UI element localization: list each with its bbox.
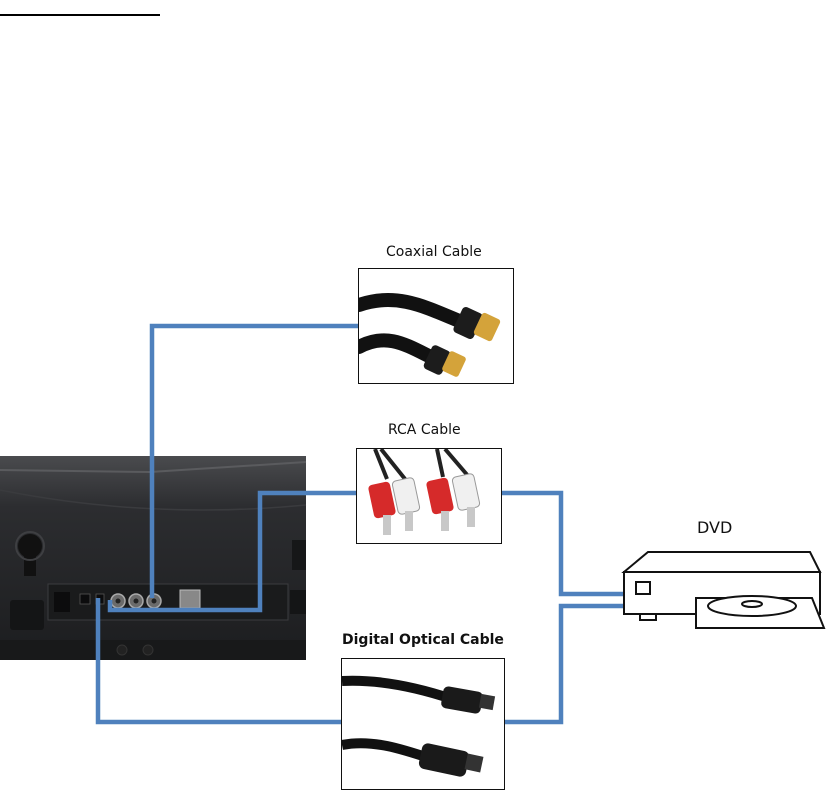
optical-cable-image	[341, 658, 505, 790]
dvd-label: DVD	[697, 518, 732, 537]
rca-cable-icon	[357, 449, 501, 543]
dvd-player-icon	[624, 552, 824, 628]
coaxial-cable-label: Coaxial Cable	[386, 244, 482, 260]
rca-cable-image	[356, 448, 502, 544]
coaxial-cable-icon	[359, 269, 513, 383]
rca-wire-to-dvd	[500, 493, 624, 594]
optical-cable-label: Digital Optical Cable	[342, 632, 504, 648]
coaxial-cable-image	[358, 268, 514, 384]
rca-cable-label: RCA Cable	[388, 422, 461, 438]
optical-wire-to-dvd	[504, 606, 624, 722]
optical-cable-icon	[342, 659, 504, 789]
